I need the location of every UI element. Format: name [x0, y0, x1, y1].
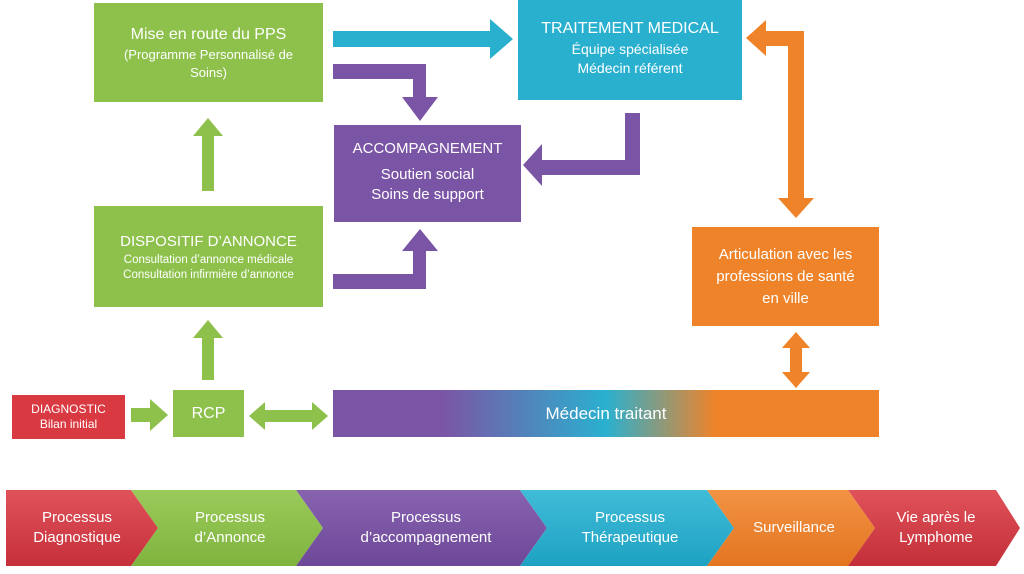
box-mise-en-route-pps: Mise en route du PPS (Programme Personna…: [94, 3, 323, 102]
annonce-line2: Consultation infirmière d’annonce: [123, 268, 294, 281]
process-line1: Processus: [41, 509, 113, 526]
process-line1: Surveillance: [753, 519, 835, 536]
process-diagnostique-label: Processus Diagnostique: [10, 490, 144, 566]
process-line1: Vie après le: [896, 509, 976, 526]
bar-medecin-traitant: Médecin traitant: [333, 390, 879, 437]
process-line2: d’Annonce: [194, 529, 266, 546]
process-vie-apres-label: Vie après le Lymphome: [866, 490, 1006, 566]
arrow-articulation-medecin: [782, 332, 810, 388]
articulation-line2: professions de santé: [716, 267, 855, 285]
annonce-title: DISPOSITIF D’ANNONCE: [120, 232, 297, 250]
arrow-traitement-to-accompagnement: [523, 113, 640, 186]
process-line1: Processus: [390, 509, 462, 526]
arrow-traitement-articulation: [746, 20, 814, 218]
process-surveillance-label: Surveillance: [726, 490, 862, 566]
process-therapeutique-label: Processus Thérapeutique: [540, 490, 720, 566]
arrow-rcp-to-annonce: [193, 320, 223, 380]
traitement-line2: Médecin référent: [577, 60, 683, 76]
articulation-line1: Articulation avec les: [718, 245, 853, 263]
box-dispositif-annonce: DISPOSITIF D’ANNONCE Consultation d’anno…: [94, 206, 323, 307]
traitement-title: TRAITEMENT MEDICAL: [541, 20, 719, 37]
process-line2: Lymphome: [899, 529, 973, 546]
arrow-rcp-medecin: [249, 402, 328, 430]
pps-line2: (Programme Personnalisé de: [123, 46, 294, 62]
process-line1: Processus: [194, 509, 266, 526]
process-line2: d’accompagnement: [360, 529, 492, 546]
arrow-pps-to-accompagnement: [333, 64, 438, 121]
process-line2: Thérapeutique: [581, 529, 679, 546]
process-line2: Diagnostique: [33, 529, 121, 546]
diagnostic-line2: Bilan initial: [39, 417, 98, 431]
arrow-diagnostic-to-rcp: [131, 399, 168, 431]
pps-line3: Soins): [190, 64, 227, 80]
accompagnement-line2: Soins de support: [371, 186, 484, 203]
box-rcp: RCP: [173, 390, 244, 437]
box-traitement-medical: TRAITEMENT MEDICAL Équipe spécialisée Mé…: [518, 0, 742, 100]
process-annonce-label: Processus d’Annonce: [150, 490, 310, 566]
process-line1: Processus: [594, 509, 666, 526]
accompagnement-title: ACCOMPAGNEMENT: [352, 140, 503, 157]
arrow-pps-to-traitement: [333, 19, 513, 59]
rcp-label: RCP: [191, 404, 226, 422]
box-articulation: Articulation avec les professions de san…: [692, 227, 879, 326]
box-accompagnement: ACCOMPAGNEMENT Soutien social Soins de s…: [334, 125, 521, 222]
articulation-line3: en ville: [762, 289, 809, 307]
annonce-line1: Consultation d’annonce médicale: [123, 253, 294, 266]
arrow-annonce-to-pps: [193, 118, 223, 191]
process-accompagnement-label: Processus d’accompagnement: [320, 490, 532, 566]
box-diagnostic: DIAGNOSTIC Bilan initial: [12, 395, 125, 439]
pps-line1: Mise en route du PPS: [130, 25, 287, 43]
diagnostic-line1: DIAGNOSTIC: [31, 402, 106, 416]
medecin-label: Médecin traitant: [545, 403, 667, 423]
traitement-line1: Équipe spécialisée: [571, 41, 689, 57]
arrow-annonce-to-accompagnement: [333, 229, 438, 289]
accompagnement-line1: Soutien social: [380, 166, 475, 183]
